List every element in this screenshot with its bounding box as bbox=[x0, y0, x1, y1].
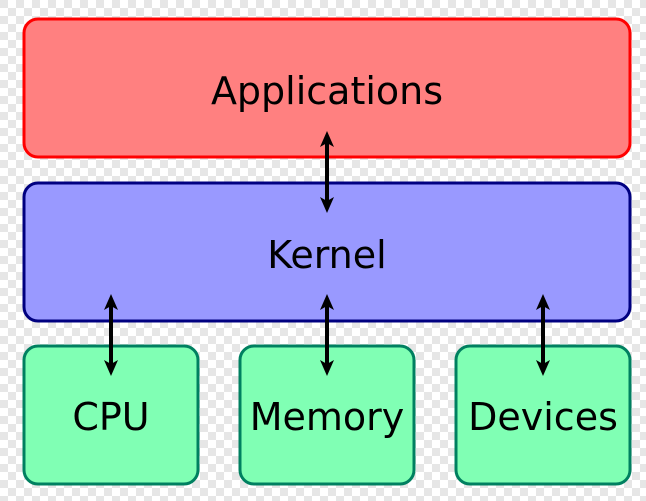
arrowhead-down bbox=[536, 360, 550, 376]
arrowhead-down bbox=[104, 360, 118, 376]
arrow-applications-kernel bbox=[320, 131, 334, 213]
arrowhead-down bbox=[320, 360, 334, 376]
connection-arrows bbox=[104, 131, 550, 376]
kernel-label: Kernel bbox=[267, 233, 386, 277]
arrowhead-up bbox=[536, 294, 550, 310]
arrow-kernel-memory bbox=[320, 294, 334, 376]
arrow-kernel-cpu bbox=[104, 294, 118, 376]
arrowhead-up bbox=[320, 294, 334, 310]
cpu-label: CPU bbox=[72, 395, 149, 439]
memory-label: Memory bbox=[250, 395, 405, 439]
hardware-memory: Memory bbox=[238, 344, 416, 486]
devices-label: Devices bbox=[468, 395, 618, 439]
arrow-kernel-devices bbox=[536, 294, 550, 376]
hardware-row: CPU Memory Devices bbox=[22, 344, 632, 486]
arrowhead-up bbox=[320, 131, 334, 147]
applications-label: Applications bbox=[211, 69, 443, 113]
applications-layer: Applications bbox=[22, 17, 632, 159]
arrowhead-down bbox=[320, 197, 334, 213]
hardware-devices: Devices bbox=[454, 344, 632, 486]
arrowhead-up bbox=[104, 294, 118, 310]
kernel-layer: Kernel bbox=[22, 181, 632, 323]
